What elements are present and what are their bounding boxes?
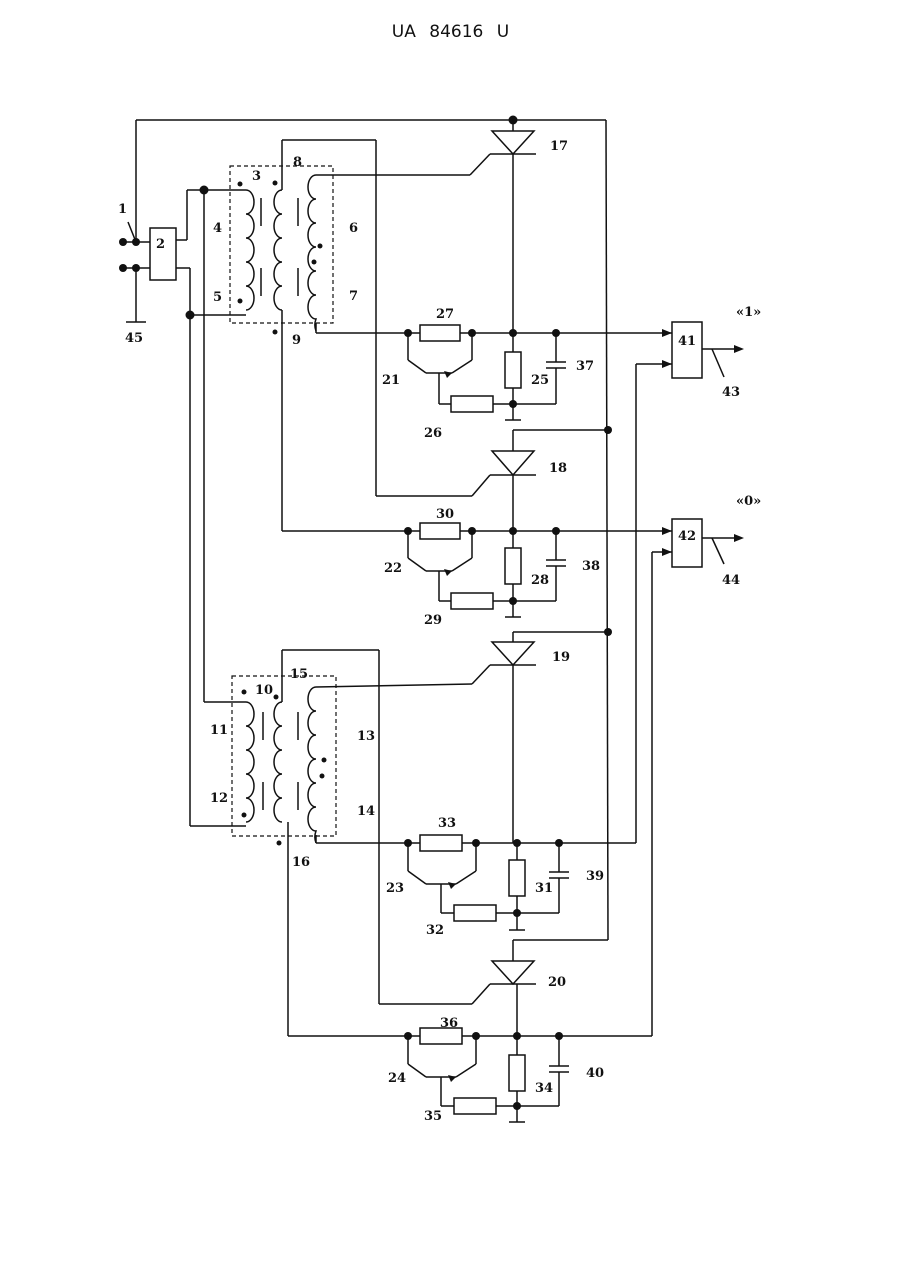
label-1: 1 — [118, 202, 127, 217]
label-26: 26 — [424, 426, 442, 441]
label-19: 19 — [552, 650, 570, 665]
label-34: 34 — [535, 1081, 553, 1096]
label-3: 3 — [252, 169, 261, 184]
output-label-1: «1» — [736, 305, 761, 320]
label-15: 15 — [290, 667, 308, 682]
block-41 — [672, 322, 702, 378]
label-18: 18 — [549, 461, 567, 476]
block-2 — [150, 228, 176, 280]
label-11: 11 — [210, 723, 228, 738]
transformer-2-frame — [232, 676, 336, 836]
label-35: 35 — [424, 1109, 442, 1124]
label-30: 30 — [436, 507, 454, 522]
diode-20 — [472, 940, 536, 1036]
label-44: 44 — [722, 573, 740, 588]
diode-17 — [490, 116, 536, 334]
label-39: 39 — [586, 869, 604, 884]
label-31: 31 — [535, 881, 553, 896]
label-8: 8 — [293, 155, 302, 170]
label-24: 24 — [388, 1071, 406, 1086]
diode-18 — [472, 426, 612, 531]
label-36: 36 — [440, 1016, 458, 1031]
label-29: 29 — [424, 613, 442, 628]
label-2: 2 — [156, 237, 165, 252]
channel-4-circuit — [404, 1028, 652, 1122]
label-40: 40 — [586, 1066, 604, 1081]
label-27: 27 — [436, 307, 454, 322]
label-12: 12 — [210, 791, 228, 806]
label-45: 45 — [125, 331, 143, 346]
label-43: 43 — [722, 385, 740, 400]
diode-19 — [490, 632, 536, 843]
label-6: 6 — [349, 221, 358, 236]
transformer-1-coils — [238, 175, 323, 335]
label-5: 5 — [213, 290, 222, 305]
input-terminals — [119, 120, 606, 322]
label-13: 13 — [357, 729, 375, 744]
label-14: 14 — [357, 804, 375, 819]
label-16: 16 — [292, 855, 310, 870]
label-25: 25 — [531, 373, 549, 388]
label-42: 42 — [678, 529, 696, 544]
label-37: 37 — [576, 359, 594, 374]
label-41: 41 — [678, 334, 696, 349]
channel-0-circuit — [404, 523, 672, 617]
label-23: 23 — [386, 881, 404, 896]
output-label-0: «0» — [736, 494, 761, 509]
label-32: 32 — [426, 923, 444, 938]
component-labels: 1 2 3 4 5 6 7 8 9 10 11 12 13 14 15 16 1… — [118, 139, 761, 1124]
label-17: 17 — [550, 139, 568, 154]
transformer-2-coils — [242, 687, 327, 846]
label-4: 4 — [213, 221, 222, 236]
label-21: 21 — [382, 373, 400, 388]
label-10: 10 — [255, 683, 273, 698]
label-7: 7 — [349, 289, 358, 304]
label-22: 22 — [384, 561, 402, 576]
label-20: 20 — [548, 975, 566, 990]
label-9: 9 — [292, 333, 301, 348]
label-28: 28 — [531, 573, 549, 588]
label-33: 33 — [438, 816, 456, 831]
label-38: 38 — [582, 559, 600, 574]
